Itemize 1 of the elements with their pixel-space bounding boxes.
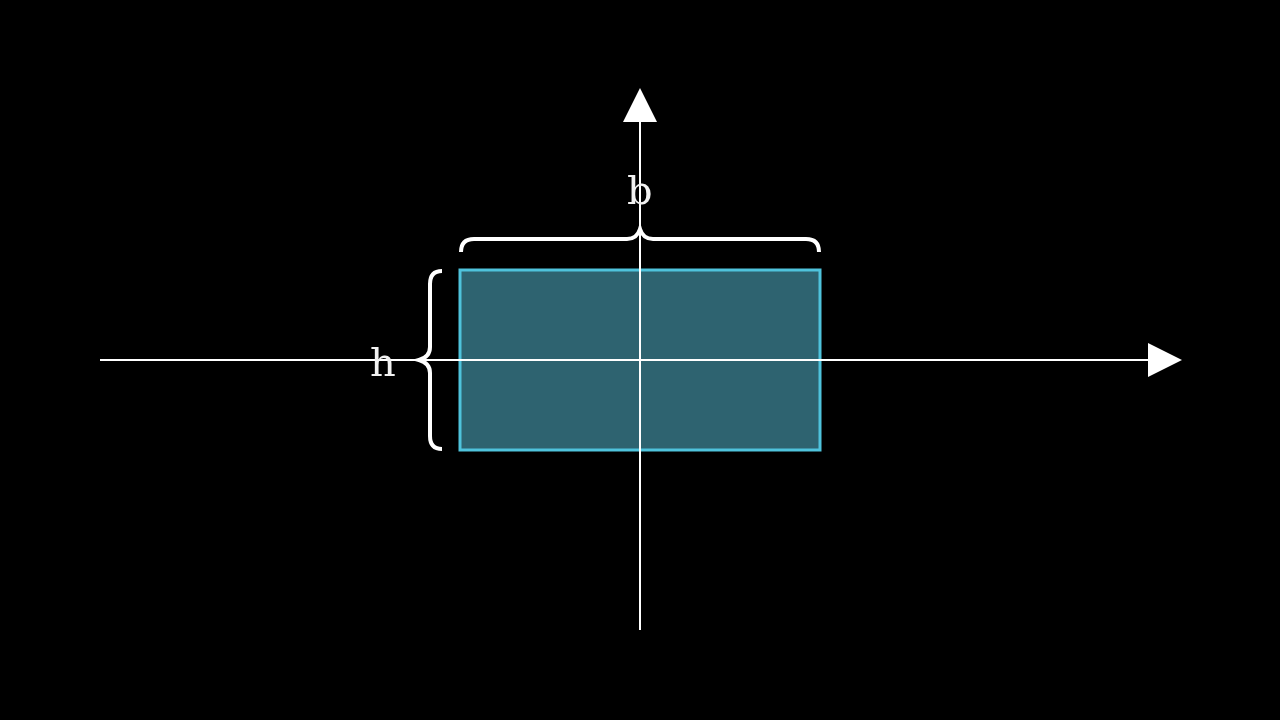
cross-section-rectangle — [458, 268, 822, 452]
